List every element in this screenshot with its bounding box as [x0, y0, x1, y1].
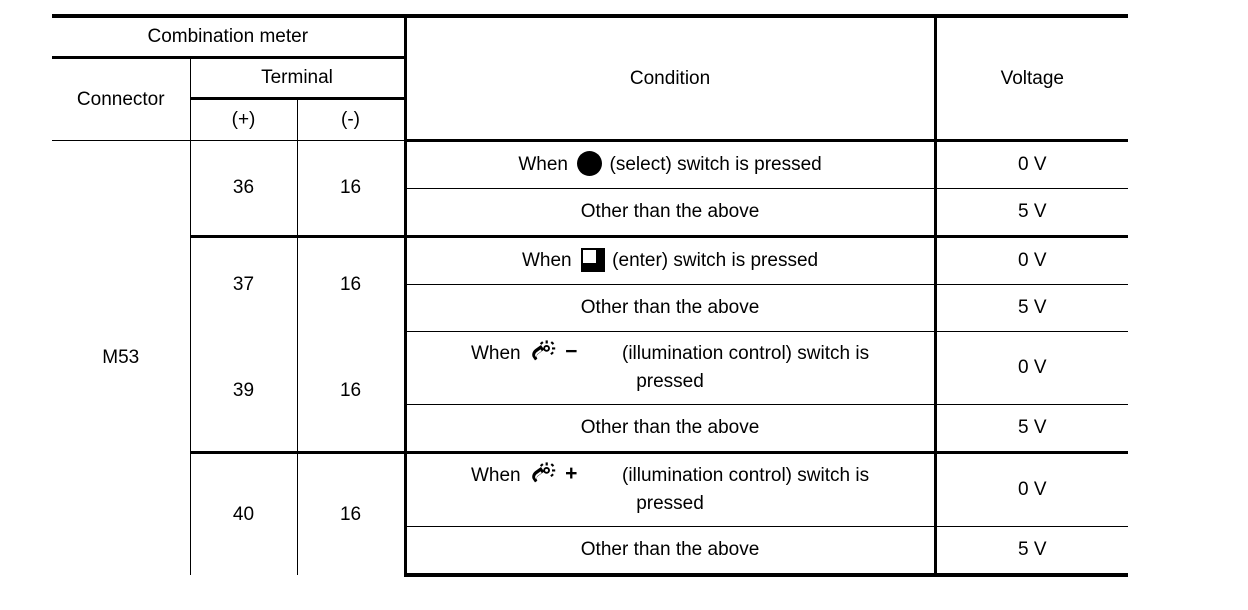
header-terminal: Terminal [190, 57, 407, 100]
cell-voltage: 0 V [935, 236, 1129, 285]
cell-voltage: 0 V [935, 331, 1129, 405]
header-condition: Condition [405, 14, 937, 142]
cell-terminal-plus: 39 [190, 331, 298, 453]
cell-condition-other: Other than the above [405, 526, 937, 577]
cell-terminal-minus: 16 [297, 331, 407, 453]
cell-condition-other: Other than the above [405, 284, 937, 332]
illumination-minus-sign: − [565, 340, 578, 364]
condition-line-1: When [407, 340, 934, 368]
illumination-lamp-icon [530, 462, 560, 486]
cell-voltage: 0 V [935, 140, 1129, 189]
illumination-plus-sign: + [565, 462, 578, 486]
condition-suffix: (select) switch is pressed [609, 154, 822, 176]
cell-condition-illumination-plus-pressed: When [405, 452, 937, 527]
table-row: 40 16 When [52, 451, 1129, 575]
table-row: 37 16 When (enter) switch is pressed 0 V [52, 235, 1129, 332]
table-body: M53 36 16 When (select) switch is presse… [52, 140, 1129, 577]
cell-terminal-plus: 36 [190, 140, 298, 237]
header-row-group: Combination meter Condition Voltage [52, 14, 1129, 142]
cell-terminal-plus: 37 [190, 235, 298, 332]
enter-switch-icon [580, 247, 605, 272]
select-switch-icon [577, 151, 603, 177]
cell-terminal-minus: 16 [297, 235, 407, 332]
table-row: Other than the above 5 V [52, 404, 1129, 454]
cell-terminal-minus: 16 [297, 451, 407, 575]
table-row: Other than the above 5 V [52, 188, 1129, 238]
cell-condition-other: Other than the above [405, 188, 937, 238]
table-header: Combination meter Condition Voltage Conn… [52, 14, 1129, 142]
condition-prefix: When [470, 465, 521, 487]
header-row-signs: (+) (-) [52, 98, 1128, 141]
cell-condition-other: Other than the above [405, 404, 937, 454]
cell-voltage: 5 V [935, 284, 1129, 332]
illumination-lamp-icon [530, 340, 560, 364]
header-voltage: Voltage [935, 14, 1129, 142]
header-terminal-plus: (+) [190, 98, 298, 141]
condition-suffix: (enter) switch is pressed [612, 250, 819, 272]
table-row: 39 16 When [52, 331, 1129, 453]
table-row: Other than the above 5 V [52, 284, 1129, 332]
condition-prefix: When [470, 343, 521, 365]
cell-connector-m53: M53 [52, 140, 191, 575]
table-row: Other than the above 5 V [52, 526, 1129, 577]
condition-suffix: (illumination control) switch is [622, 465, 870, 487]
cell-terminal-minus: 16 [297, 140, 407, 237]
cell-condition-select-pressed: When (select) switch is pressed [405, 140, 937, 189]
condition-line-2: pressed [636, 371, 704, 392]
condition-suffix: (illumination control) switch is [622, 343, 870, 365]
condition-prefix: When [518, 154, 568, 176]
cell-voltage: 5 V [935, 526, 1129, 577]
header-connector: Connector [52, 57, 191, 141]
cell-voltage: 5 V [935, 188, 1129, 238]
header-combination-meter: Combination meter [52, 14, 407, 59]
cell-condition-enter-pressed: When (enter) switch is pressed [405, 236, 937, 285]
cell-voltage: 5 V [935, 404, 1129, 454]
cell-voltage: 0 V [935, 452, 1129, 527]
header-terminal-minus: (-) [297, 98, 407, 141]
cell-terminal-plus: 40 [190, 451, 298, 575]
terminal-voltage-table: Combination meter Condition Voltage Conn… [52, 14, 1129, 577]
table-row: M53 36 16 When (select) switch is presse… [52, 140, 1129, 575]
header-row-terminal: Connector Terminal [52, 57, 1128, 141]
cell-condition-illumination-minus-pressed: When [405, 331, 937, 405]
condition-prefix: When [521, 250, 572, 272]
condition-line-2: pressed [636, 493, 704, 514]
condition-line-1: When [407, 462, 934, 490]
